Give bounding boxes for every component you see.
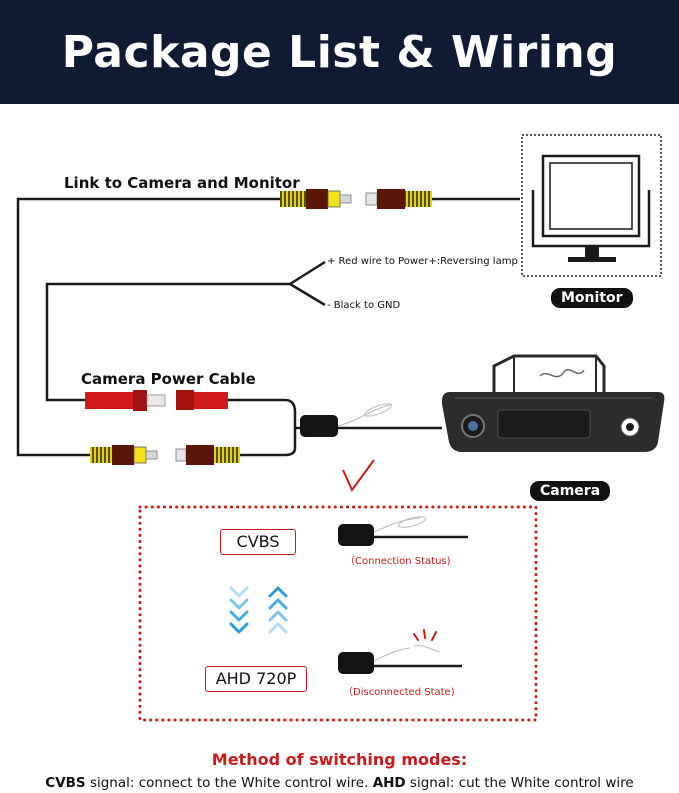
method-title: Method of switching modes: (211, 750, 468, 769)
power-cable-label: Camera Power Cable (81, 370, 256, 388)
power-cable-wire (45, 282, 290, 402)
ahd-term: AHD (372, 775, 406, 791)
rca-connector-camera-male (90, 445, 158, 465)
down-arrows-icon (229, 586, 249, 634)
camera-badge: Camera (530, 481, 611, 501)
red-wire-label: + Red wire to Power+:Reversing lamp (327, 256, 518, 267)
title-banner: Package List & Wiring (0, 0, 679, 104)
ahd-status-text: （Disconnected State) (343, 687, 455, 698)
wires (16, 197, 520, 457)
cvbs-term: CVBS (45, 775, 86, 791)
power-connector-female (176, 390, 228, 410)
cvbs-mode-label: CVBS (220, 529, 296, 555)
page-title: Package List & Wiring (61, 26, 618, 78)
power-connector-male (85, 390, 166, 411)
up-arrows-icon (268, 586, 288, 634)
video-cable-wire (16, 197, 280, 457)
monitor-icon (521, 134, 662, 277)
red-wire (289, 260, 326, 286)
ahd-instruction: signal: cut the White control wire (405, 775, 634, 791)
monitor-badge: Monitor (551, 288, 633, 308)
spark-icon (413, 629, 437, 641)
cvbs-status-text: （Connection Status) (345, 556, 451, 567)
method-description: CVBS signal: connect to the White contro… (0, 775, 679, 791)
modes-frame (138, 505, 538, 722)
black-wire-label: - Black to GND (327, 300, 401, 311)
cvbs-instruction: signal: connect to the White control wir… (85, 775, 373, 791)
power-cable-camera-side (228, 398, 297, 457)
cvbs-control-box (338, 516, 468, 546)
rca-connector-link-female (365, 189, 432, 209)
camera-icon (441, 354, 665, 452)
control-box (300, 403, 393, 437)
check-mark-icon (342, 459, 375, 492)
rca-connector-link-male (280, 189, 352, 209)
ahd-control-box (338, 645, 462, 674)
rca-connector-camera-female (175, 445, 240, 465)
ahd-mode-label: AHD 720P (205, 666, 307, 692)
black-wire (289, 282, 326, 307)
link-cable-label: Link to Camera and Monitor (64, 174, 300, 192)
